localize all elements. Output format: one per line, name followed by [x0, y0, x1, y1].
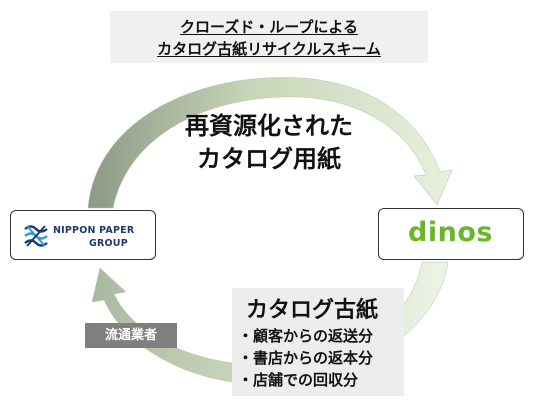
title-line-1: クローズド・ループによる: [180, 18, 358, 36]
list-item: ・店舗での回収分: [238, 371, 359, 389]
list-item: ・顧客からの返送分: [238, 327, 374, 345]
waste-paper-list: ・顧客からの返送分 ・書店からの返本分 ・店舗での回収分: [238, 325, 373, 391]
nippon-paper-logo-icon: [24, 225, 48, 247]
nippon-paper-node: NIPPON PAPER GROUP: [10, 210, 156, 260]
recycled-paper-label-line-2: カタログ用紙: [197, 145, 341, 173]
waste-paper-box: カタログ古紙 ・顧客からの返送分 ・書店からの返本分 ・店舗での回収分: [232, 288, 404, 396]
dinos-node: dinos: [378, 208, 524, 260]
title-line-2: カタログ古紙リサイクルスキーム: [157, 40, 381, 58]
title-box: クローズド・ループによる カタログ古紙リサイクルスキーム: [110, 11, 428, 63]
list-item: ・書店からの返本分: [238, 349, 374, 367]
nippon-paper-name: NIPPON PAPER: [53, 225, 135, 236]
top-loop-arrow: [87, 77, 453, 209]
distributor-badge: 流通業者: [85, 323, 177, 348]
nippon-paper-group: GROUP: [89, 238, 128, 249]
waste-paper-title: カタログ古紙: [246, 298, 379, 323]
recycled-paper-label-line-1: 再資源化された: [185, 112, 353, 140]
dinos-logo: dinos: [408, 217, 493, 248]
